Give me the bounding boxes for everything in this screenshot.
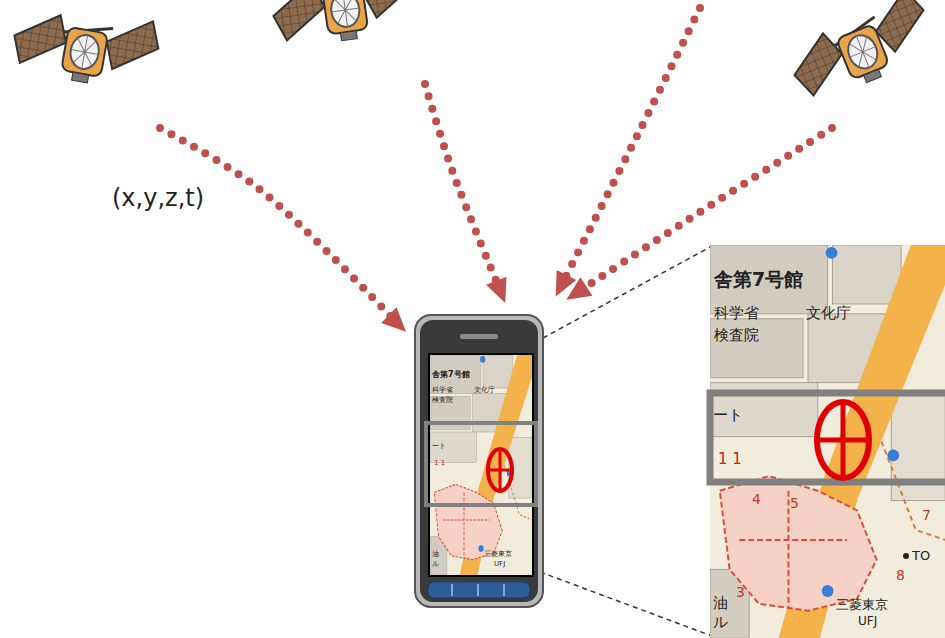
screen-map-label: UFJ bbox=[494, 561, 505, 568]
arrow-head bbox=[381, 307, 406, 332]
screen-map-label: 油 bbox=[432, 551, 439, 558]
screen-map-label: 検査院 bbox=[432, 397, 453, 404]
map-number: 4 bbox=[752, 492, 761, 507]
screen-map-label: ート bbox=[432, 443, 446, 450]
arrow-head bbox=[566, 277, 592, 299]
map-label: 舎第7号館 bbox=[714, 270, 803, 290]
coordinate-label: (x,y,z,t) bbox=[112, 186, 204, 211]
satellites bbox=[9, 0, 941, 107]
phone bbox=[415, 315, 543, 607]
map-label: ート bbox=[713, 408, 743, 424]
screen-map-label: ル bbox=[432, 561, 439, 568]
map-label: 三菱東京 bbox=[836, 598, 888, 612]
map-number: 7 bbox=[922, 508, 931, 523]
map-label: 検査院 bbox=[714, 328, 759, 344]
screen-map-label: 文化庁 bbox=[474, 387, 495, 394]
map-label: ル bbox=[713, 615, 728, 631]
zoom-leaders bbox=[540, 246, 712, 636]
map-number: 3 bbox=[736, 585, 745, 600]
screen-map-label: 舎第7号館 bbox=[432, 371, 470, 379]
map-number: 8 bbox=[896, 568, 905, 583]
signal-dots bbox=[160, 128, 396, 322]
map-label: 文化庁 bbox=[806, 306, 851, 322]
map-label: UFJ bbox=[858, 615, 877, 628]
screen-map-number: 1 1 bbox=[434, 460, 445, 467]
map-label: 科学省 bbox=[714, 306, 759, 322]
map-label: TO bbox=[912, 549, 930, 563]
screen-map-label: 科学省 bbox=[432, 387, 453, 394]
zoom-map bbox=[710, 245, 945, 638]
screen-map-label: 三菱東京 bbox=[484, 551, 512, 558]
arrow-head bbox=[486, 277, 506, 303]
map-number: 1 1 bbox=[718, 452, 742, 468]
signal-arrows bbox=[160, 8, 832, 332]
signal-dots bbox=[562, 8, 700, 284]
signal-dots bbox=[425, 84, 500, 290]
map-number: 5 bbox=[790, 496, 799, 511]
map-label: 油 bbox=[713, 596, 728, 612]
